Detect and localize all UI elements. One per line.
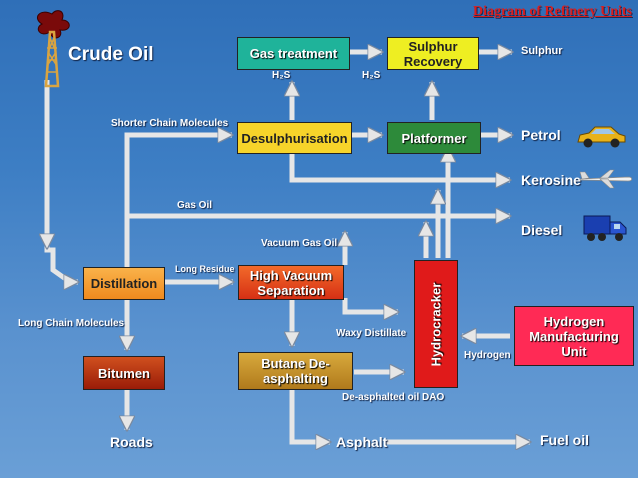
label-waxy-distillate: Waxy Distillate	[336, 328, 407, 339]
high-vacuum-unit: High Vacuum Separation	[238, 265, 344, 300]
product-petrol: Petrol	[521, 127, 561, 143]
label-hydrogen: Hydrogen	[464, 350, 511, 361]
arrow-shorter-chain	[124, 135, 232, 268]
arrow-waxy	[342, 298, 398, 312]
car-icon	[577, 126, 626, 148]
label-shorter-chain: Shorter Chain Molecules	[111, 118, 229, 129]
arrow-crude-distillation	[44, 80, 78, 282]
platformer-unit: Platformer	[387, 122, 481, 154]
product-roads: Roads	[110, 434, 153, 450]
airplane-icon	[579, 169, 633, 189]
hydrogen-manufacturing-unit: Hydrogen Manufacturing Unit	[514, 306, 634, 366]
label-gas-oil: Gas Oil	[177, 200, 213, 211]
product-kerosine: Kerosine	[521, 172, 581, 188]
bitumen-unit: Bitumen	[83, 356, 165, 390]
oil-derrick-icon	[37, 10, 70, 88]
hydrocracker-label: Hydrocracker	[428, 282, 444, 366]
hydrocracker-unit: Hydrocracker	[414, 260, 458, 388]
product-sulphur: Sulphur	[521, 45, 563, 57]
label-long-chain: Long Chain Molecules	[18, 318, 125, 329]
label-h2s-2: H₂S	[362, 70, 381, 81]
label-h2s-1: H₂S	[272, 70, 291, 81]
product-diesel: Diesel	[521, 222, 563, 238]
label-long-residue: Long Residue	[175, 264, 235, 274]
label-deasphalted: De-asphalted oil DAO	[342, 392, 445, 403]
diagram-title: Diagram of Refinery Units	[472, 4, 632, 19]
product-asphalt: Asphalt	[336, 434, 388, 450]
butane-deasphalting-unit: Butane De-asphalting	[238, 352, 353, 390]
distillation-unit: Distillation	[83, 267, 165, 300]
arrow-butane-asphalt	[289, 390, 330, 442]
product-fuel-oil: Fuel oil	[540, 432, 589, 448]
crude-oil-label: Crude Oil	[68, 44, 154, 65]
gas-treatment-unit: Gas treatment	[237, 37, 350, 70]
arrow-desulph-kerosine	[289, 152, 510, 180]
truck-icon	[583, 215, 627, 241]
sulphur-recovery-unit: Sulphur Recovery	[387, 37, 479, 70]
desulphurisation-unit: Desulphurisation	[237, 122, 352, 154]
label-vacuum-gas-oil: Vacuum Gas Oil	[261, 238, 338, 249]
